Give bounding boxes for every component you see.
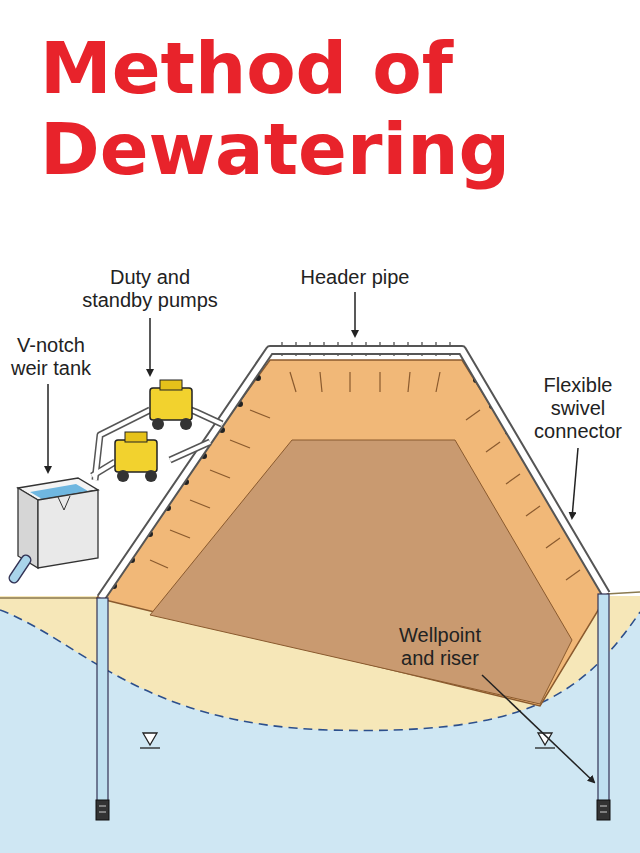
header-pipe: [101, 350, 606, 598]
header-pipe-inner: [101, 350, 606, 598]
duty-pump: [150, 380, 192, 430]
callout-label: Duty and standby pumps: [76, 266, 224, 312]
suction-pipes: [92, 408, 222, 480]
pit-floor: [150, 440, 572, 704]
callout-label: Wellpoint and riser: [388, 624, 492, 670]
leader-lines: [48, 292, 594, 782]
suction-pipes-inner: [92, 408, 222, 480]
callout-label: V-notch weir tank: [4, 334, 98, 380]
page-title: Method of Dewatering: [40, 28, 610, 191]
wellpoint-left: [96, 598, 109, 820]
wellpoint-right: [597, 594, 610, 820]
outlet-pipe: [14, 560, 26, 578]
callout-label: Header pipe: [280, 266, 430, 289]
weir-tank: [18, 478, 98, 568]
pit-slopes: [97, 360, 608, 706]
standby-pump: [115, 432, 157, 482]
water-table-symbol: [140, 733, 555, 748]
slope-hatching: [150, 372, 580, 580]
callout-label: Flexible swivel connector: [528, 374, 628, 443]
